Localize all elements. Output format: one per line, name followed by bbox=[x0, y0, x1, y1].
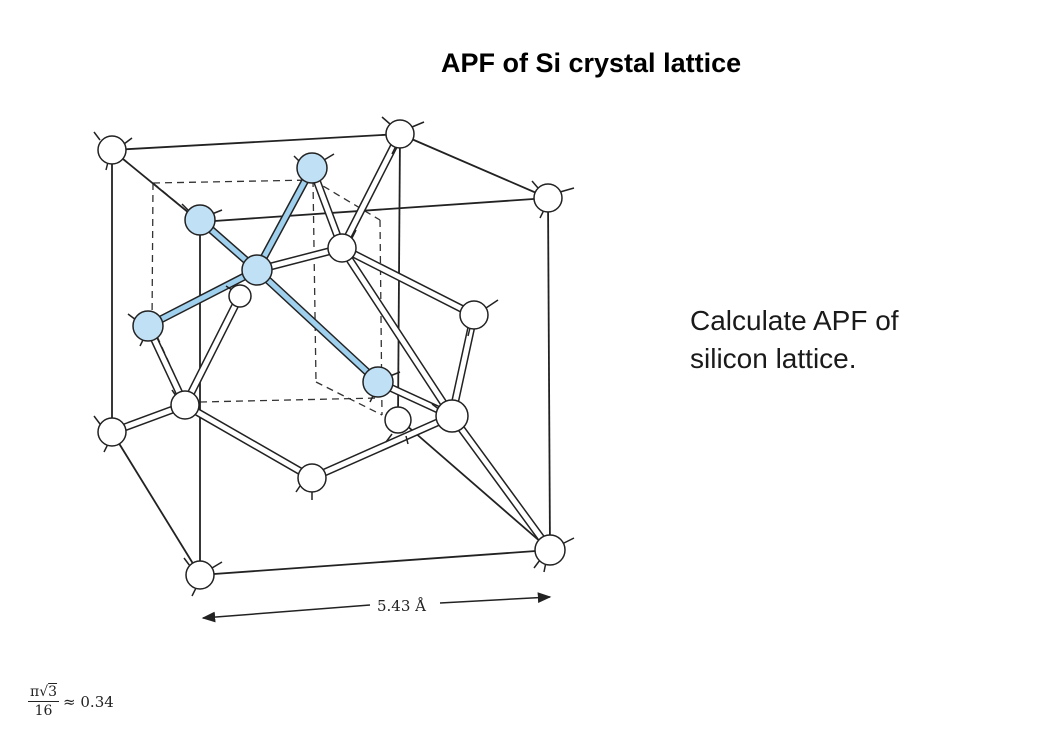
formula: π√3 16 ≈ 0.34 bbox=[28, 684, 114, 719]
atom-face-front-right bbox=[431, 399, 469, 433]
side-text-line-2: silicon lattice. bbox=[690, 343, 857, 374]
side-text-line-1: Calculate APF of bbox=[690, 305, 899, 336]
atom-highlight-left bbox=[127, 310, 164, 347]
highlighted-atoms bbox=[127, 152, 401, 403]
atom-face-bottom bbox=[295, 463, 327, 500]
atom-face-inner bbox=[384, 406, 412, 445]
atom-corner-mid-left bbox=[93, 415, 127, 453]
formula-numerator: π√3 bbox=[28, 684, 60, 702]
formula-denominator: 16 bbox=[34, 703, 53, 719]
atom-corner-bottom-front bbox=[183, 557, 223, 597]
atom-corner-bottom-right bbox=[533, 534, 575, 573]
formula-fraction: π√3 16 bbox=[28, 684, 60, 719]
atom-corner-top-right bbox=[531, 180, 575, 219]
dimension-arrow-right bbox=[439, 592, 552, 604]
atom-face-lower-left bbox=[170, 389, 200, 420]
atom-face-right bbox=[459, 299, 499, 337]
atom-corner-top-back bbox=[381, 116, 425, 155]
dimension-arrow-left bbox=[201, 604, 371, 623]
lattice-constant-dimension: 5.43 Å bbox=[201, 592, 552, 623]
outer-cube-edges bbox=[111, 133, 551, 576]
atom-face-upper bbox=[327, 229, 357, 263]
atom-highlight-center bbox=[241, 254, 273, 286]
atom-highlight-lower-right bbox=[362, 366, 401, 403]
atom-highlight-left-upper bbox=[181, 203, 223, 236]
formula-result: ≈ 0.34 bbox=[63, 692, 114, 711]
lattice-constant-label: 5.43 Å bbox=[377, 597, 426, 615]
atom-corner-top-left bbox=[93, 131, 133, 171]
plain-atoms bbox=[93, 116, 575, 597]
atom-highlight-top bbox=[293, 152, 335, 184]
atom-bond-inner bbox=[225, 284, 252, 308]
slide-title: APF of Si crystal lattice bbox=[441, 48, 742, 78]
side-text: Calculate APF of silicon lattice. bbox=[690, 302, 1020, 378]
